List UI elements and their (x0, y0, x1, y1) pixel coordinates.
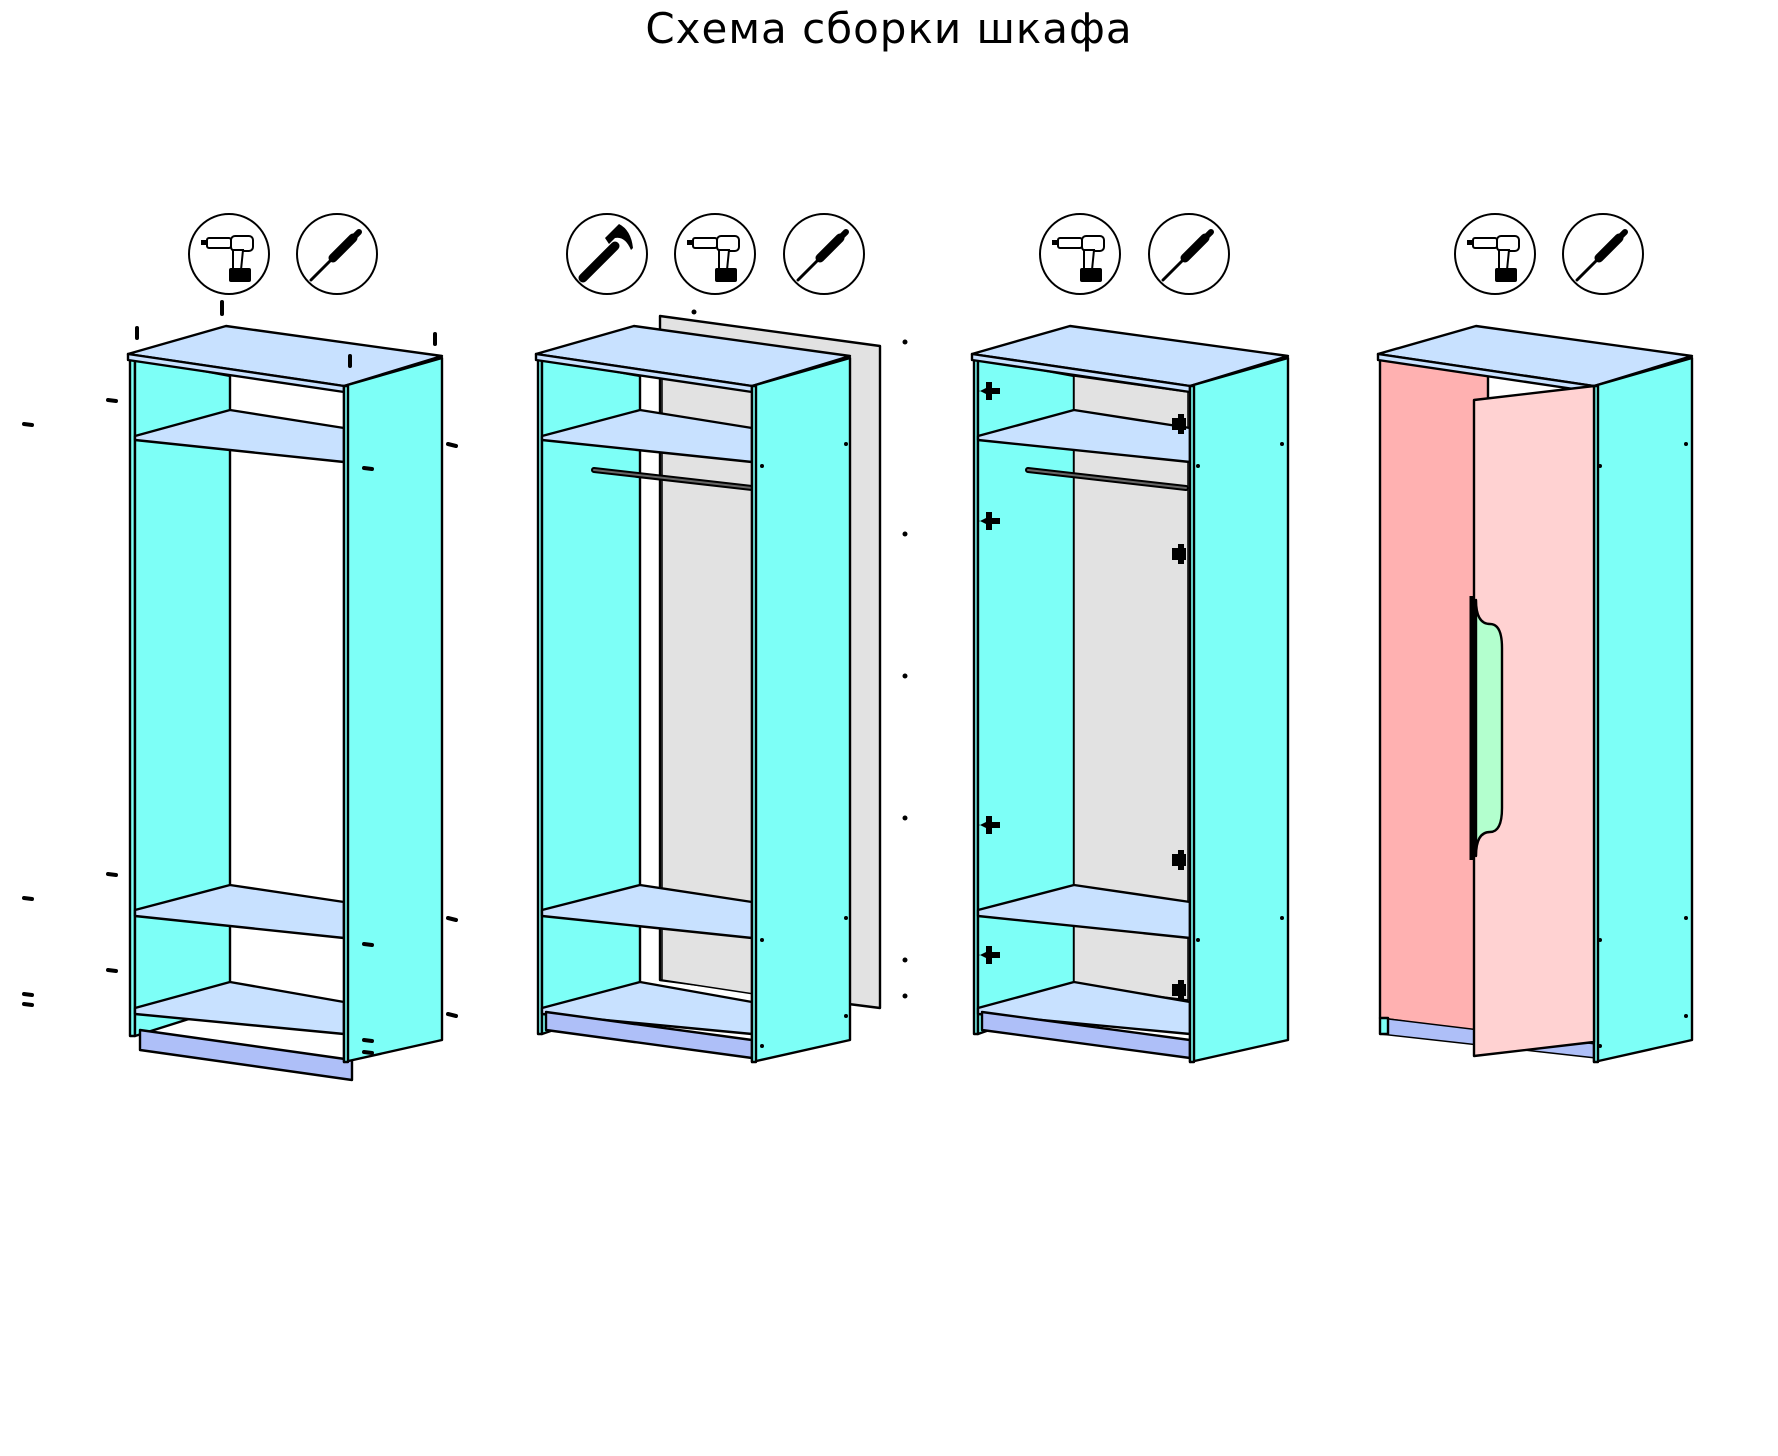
drill-icon (1039, 213, 1121, 295)
drill-icon (188, 213, 270, 295)
step-4-doors (1376, 324, 1694, 1064)
hinge-icons (978, 382, 1186, 1000)
screwdriver-icon (784, 214, 864, 294)
step-1-carcass (22, 300, 458, 1082)
diagram-title: Схема сборки шкафа (645, 4, 1133, 53)
drill-icon (1454, 213, 1536, 295)
step-2-back-panel (534, 309, 908, 1064)
screwdriver-icon (1149, 214, 1229, 294)
fasteners (22, 300, 458, 1055)
step-3-hinges (970, 324, 1290, 1064)
drill-icon (674, 213, 756, 295)
screwdriver-icon (1563, 214, 1643, 294)
hammer-icon (567, 214, 647, 294)
nails (691, 309, 908, 1048)
screwdriver-icon (297, 214, 377, 294)
